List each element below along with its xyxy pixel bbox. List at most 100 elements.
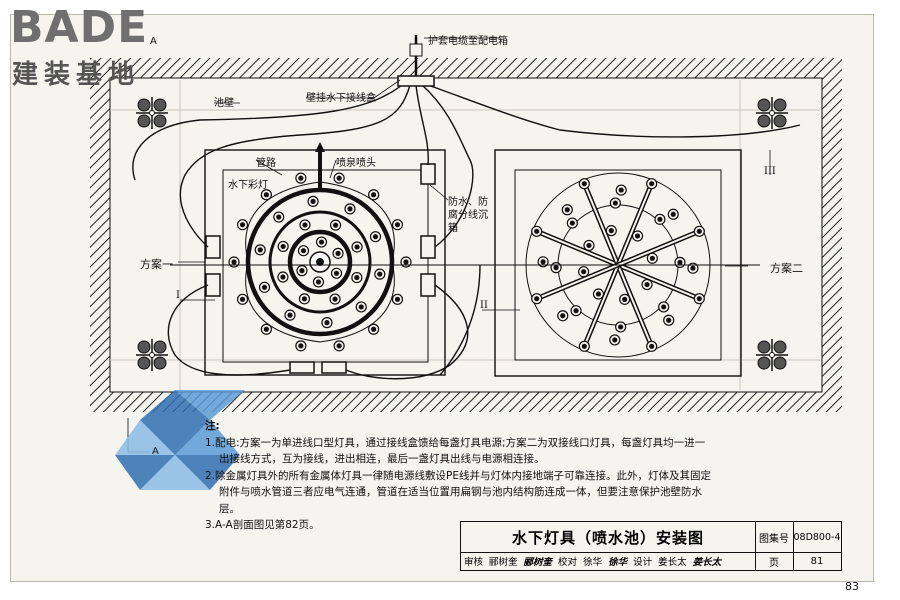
underwater-light — [391, 293, 404, 305]
notes-heading: 注: — [205, 420, 220, 432]
note-2b: 附件与喷水管道三者应电气连通，管道在适当位置用扁钢与池内结构筋连成一体，但要注意… — [219, 486, 702, 515]
label-section-ii: II — [480, 300, 488, 311]
underwater-light — [296, 265, 308, 277]
underwater-light — [355, 301, 367, 313]
underwater-light — [260, 323, 272, 335]
design-signature: 姜长太 — [692, 557, 722, 568]
underwater-light — [258, 281, 271, 293]
underwater-light — [260, 189, 272, 201]
underwater-light — [578, 178, 590, 190]
label-pipeline: 管路 — [256, 158, 276, 169]
note-2a: 2.除金属灯具外的所有金属体灯具一律随电源线敷设PE线并与灯体内接地端子可靠连接… — [205, 469, 711, 482]
leader-lines — [127, 37, 771, 453]
underwater-light — [674, 256, 686, 268]
sheet-page-number: 83 — [845, 580, 859, 593]
check-name: 徐华 — [583, 557, 603, 568]
underwater-light — [374, 268, 386, 280]
pool-wall-hatch — [90, 58, 842, 412]
underwater-light — [646, 340, 658, 352]
review-name: 郦树奎 — [489, 557, 518, 568]
underwater-light — [344, 203, 356, 215]
underwater-light — [333, 340, 345, 352]
underwater-light — [295, 172, 307, 184]
underwater-light — [315, 236, 328, 248]
underwater-light — [368, 323, 380, 335]
label-section-a-lower: A — [152, 446, 159, 457]
underwater-light — [619, 293, 631, 305]
check-label: 校对 — [558, 557, 578, 568]
label-section-i: I — [176, 290, 180, 301]
atlas-number: 08D800-4 — [793, 522, 841, 553]
underwater-light — [351, 241, 363, 253]
underwater-light — [329, 219, 342, 231]
label-sealed-junction: 防水、防腐分线沉箱 — [448, 197, 488, 234]
underwater-light — [531, 293, 543, 305]
underwater-light — [298, 293, 311, 305]
underwater-light — [351, 271, 363, 284]
underwater-light — [609, 334, 621, 346]
underwater-light — [557, 310, 569, 322]
underwater-light — [277, 271, 289, 283]
underwater-light — [605, 225, 617, 237]
atlas-label: 图集号 — [755, 522, 794, 553]
underwater-light — [663, 314, 675, 326]
background-piping — [110, 80, 820, 390]
underwater-light — [631, 230, 644, 242]
underwater-light — [332, 247, 344, 259]
underwater-light — [391, 219, 404, 231]
underwater-light — [615, 184, 627, 196]
underwater-light — [277, 240, 289, 253]
underwater-light — [295, 340, 307, 352]
underwater-light — [646, 252, 658, 264]
corner-lamp-top-left — [135, 96, 169, 130]
notes-block: 注: 1.配电:方案一为单进线口型灯具，通过接线盒馈给每盏灯具电源;方案二为双接… — [205, 418, 720, 534]
corner-lamp-bottom-right — [755, 338, 789, 372]
design-label: 设计 — [633, 557, 653, 568]
underwater-light — [566, 217, 578, 229]
label-pool-wall: 池壁 — [214, 98, 234, 109]
underwater-light — [578, 340, 590, 352]
underwater-light — [299, 219, 311, 231]
underwater-light — [578, 266, 590, 278]
corner-lamp-top-right — [755, 96, 789, 130]
design-name: 姜长太 — [658, 557, 687, 568]
underwater-light — [693, 225, 705, 237]
label-section-iii: III — [764, 166, 776, 177]
underwater-light — [615, 321, 627, 333]
bade-logo: BADE 建装基地 — [8, 2, 178, 90]
underwater-light — [307, 195, 319, 207]
underwater-light — [236, 219, 249, 231]
underwater-light — [570, 305, 582, 317]
note-1b: 出接线方式，互为接线，进出相连，最后一盏灯具出线与电源相连接。 — [219, 453, 545, 465]
label-scheme-one: 方案一 — [140, 258, 173, 271]
check-signature: 徐华 — [608, 557, 628, 568]
underwater-light — [583, 239, 595, 252]
underwater-light — [531, 225, 543, 237]
underwater-light — [550, 262, 562, 274]
underwater-light — [273, 211, 285, 223]
label-junction-box: 壁挂水下接线盒 — [306, 93, 376, 104]
underwater-light — [284, 309, 296, 321]
underwater-light — [641, 278, 653, 291]
logo-triangle-mosaic — [115, 390, 245, 490]
cable-runs — [132, 84, 801, 380]
label-cable-pipe: 护套电缆至配电箱 — [428, 36, 508, 47]
underwater-light — [312, 276, 325, 288]
drawing-title: 水下灯具（喷水池）安装图 — [461, 522, 756, 553]
corner-lamp-bottom-left — [135, 338, 169, 372]
logo-brand-cn: 建装基地 — [12, 60, 141, 90]
label-underwater-light: 水下彩灯 — [228, 180, 268, 191]
underwater-light — [693, 293, 705, 305]
note-3: 3.A-A剖面图见第82页。 — [205, 519, 320, 531]
underwater-light — [658, 301, 670, 313]
signature-row: 审核 郦树奎 郦树奎 校对 徐华 徐华 设计 姜长太 姜长太 — [461, 552, 756, 570]
underwater-light — [368, 189, 380, 201]
underwater-light — [321, 317, 333, 329]
logo-brand: BADE — [10, 2, 149, 53]
underwater-light — [667, 208, 679, 220]
note-1a: 1.配电:方案一为单进线口型灯具，通过接线盒馈给每盏灯具电源;方案二为双接线口灯… — [205, 436, 706, 449]
page-label: 页 — [755, 552, 794, 570]
underwater-light — [333, 172, 345, 184]
